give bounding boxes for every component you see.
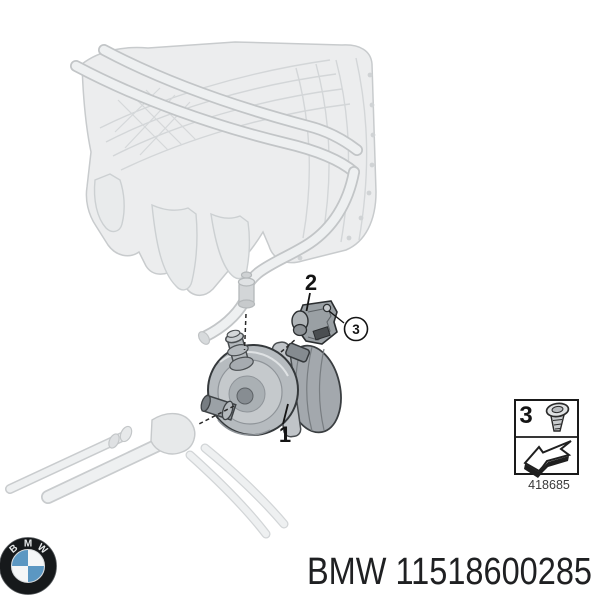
callout-bracket[interactable]: 2	[305, 270, 317, 312]
logo-letter-m: M	[24, 539, 32, 550]
callout-screw[interactable]: 3	[328, 310, 369, 342]
callout-3-circle[interactable]	[343, 316, 369, 342]
mounting-bracket-illustration	[291, 300, 338, 345]
callout-2-leader	[305, 292, 311, 312]
hose-molded-end	[150, 413, 196, 455]
callout-3-label: 3	[352, 322, 360, 337]
footer: B M W BMW 11518600285	[0, 537, 592, 595]
parts-box-ref-number: 418685	[528, 478, 570, 492]
bracket-screw-head	[322, 303, 332, 313]
hose-cut-end	[197, 331, 211, 345]
direction-arrow-icon	[523, 440, 572, 478]
lower-left-hoses	[5, 413, 289, 539]
parts-box-item-label: 3	[519, 402, 532, 429]
callout-1-label[interactable]: 1	[279, 422, 291, 447]
part-number-caption: BMW 11518600285	[307, 551, 592, 593]
oil-pan-legs	[93, 173, 251, 291]
coolant-hoses	[70, 44, 363, 345]
roundel-quarters	[11, 549, 45, 583]
assembly-dashed-lines	[198, 313, 297, 425]
callout-2-label[interactable]: 2	[305, 270, 317, 295]
hose-fitting	[237, 271, 256, 309]
screw-icon	[545, 402, 570, 432]
bolt-dots	[297, 72, 376, 261]
bmw-roundel-icon: B M W	[0, 537, 57, 595]
callout-pump[interactable]: 1	[279, 403, 291, 447]
water-pump-illustration	[200, 329, 342, 438]
engine-illustration	[81, 41, 377, 296]
pump-top-port	[225, 329, 254, 371]
callout-3-leader	[328, 310, 345, 324]
pump-connector-tab	[285, 342, 311, 363]
callout-1-leader	[282, 403, 289, 425]
parts-box[interactable]: 3 418685	[514, 399, 579, 492]
pump-left-port	[200, 394, 237, 421]
